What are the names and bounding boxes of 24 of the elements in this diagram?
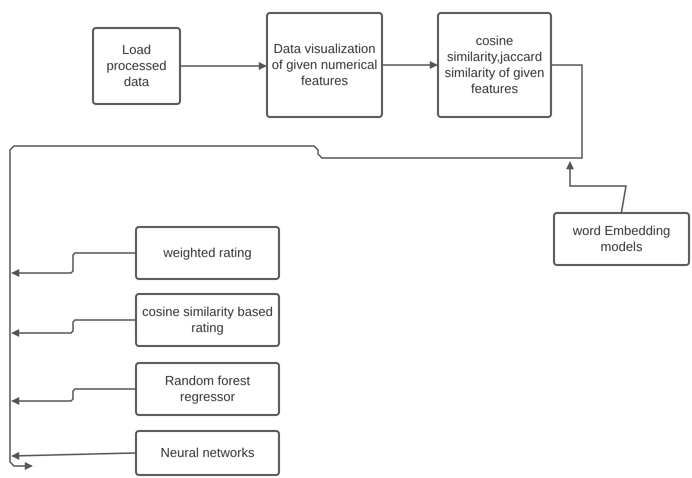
process-box [135, 293, 280, 347]
process-box [437, 12, 552, 118]
arrow [11, 452, 136, 460]
arrow [9, 64, 583, 470]
arrow [181, 62, 267, 70]
arrow [566, 161, 627, 212]
process-box [92, 27, 181, 105]
arrow [383, 61, 438, 69]
box-label: Random forest regressor [164, 372, 252, 406]
box-label: cosine similarity,jaccard similarity of given features [444, 32, 546, 98]
process-box [266, 12, 383, 118]
process-box [553, 212, 690, 266]
box-label: Load processed data [106, 42, 168, 90]
box-label: weighted rating [163, 244, 252, 262]
arrow [11, 252, 135, 277]
arrow [11, 388, 135, 405]
process-box [135, 430, 280, 476]
box-label: Data visualization of given numerical features [270, 40, 378, 90]
box-label: Neural networks [160, 444, 254, 462]
box-label: cosine similarity based rating [141, 304, 274, 336]
box-label: word Embedding models [572, 222, 672, 256]
process-box [135, 226, 280, 280]
arrow [11, 319, 135, 337]
process-box [135, 362, 280, 416]
